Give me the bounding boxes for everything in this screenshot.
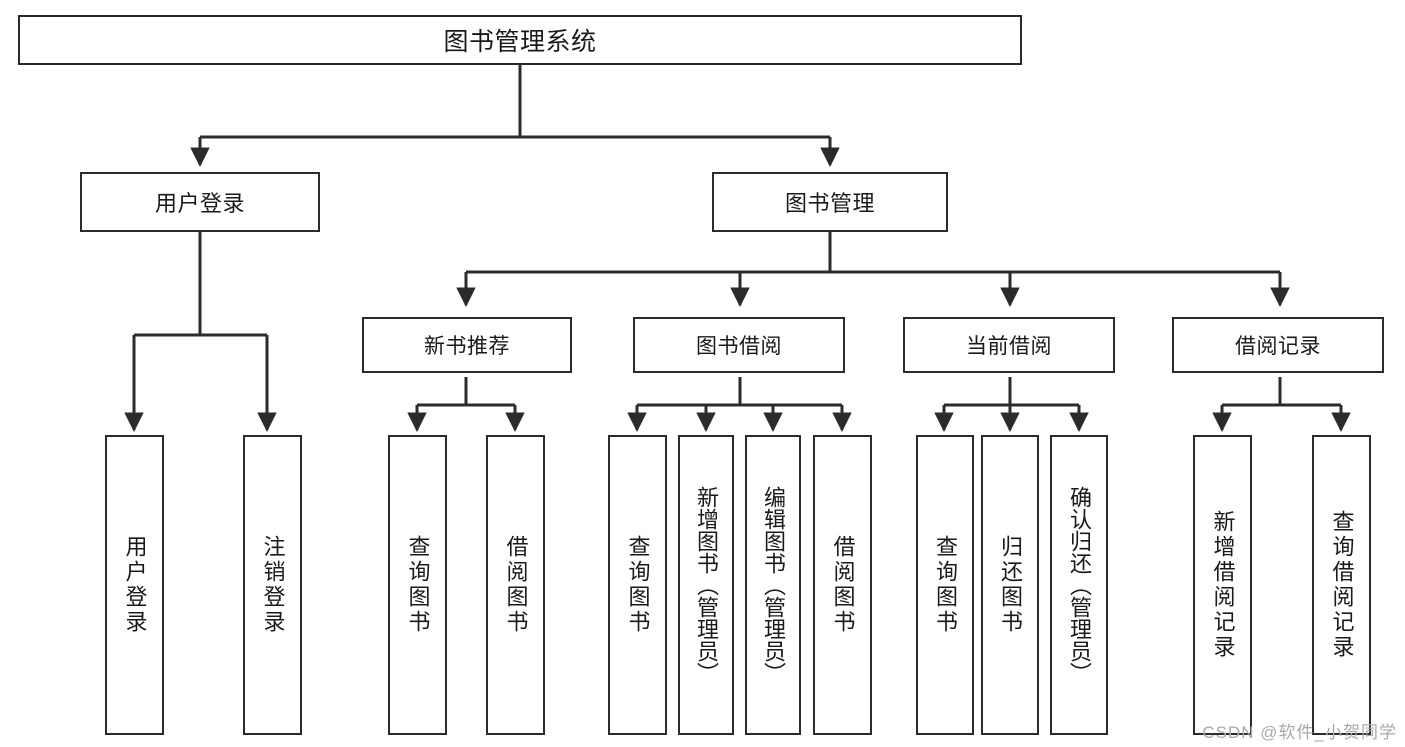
- node-leaf-query-record-label: 查询借阅记录: [1329, 510, 1355, 660]
- node-user-login[interactable]: 用户登录: [80, 172, 320, 232]
- watermark-text: CSDN @软件_小贺同学: [1202, 723, 1397, 742]
- node-book-borrow-label: 图书借阅: [696, 335, 782, 358]
- node-borrow-record[interactable]: 借阅记录: [1172, 317, 1384, 373]
- node-leaf-logout-login-label: 注销登录: [260, 535, 286, 635]
- node-leaf-query-book-1[interactable]: 查询图书: [388, 435, 447, 735]
- node-leaf-query-book-3-label: 查询图书: [933, 535, 958, 635]
- node-book-manage[interactable]: 图书管理: [712, 172, 948, 232]
- node-leaf-query-book-2-label: 查询图书: [625, 535, 651, 635]
- node-leaf-user-login[interactable]: 用户登录: [105, 435, 164, 735]
- node-current-borrow-label: 当前借阅: [966, 335, 1052, 358]
- node-leaf-confirm-return[interactable]: 确认归还（管理员）: [1050, 435, 1108, 735]
- node-leaf-edit-book[interactable]: 编辑图书（管理员）: [745, 435, 801, 735]
- node-new-book-recommend-label: 新书推荐: [424, 335, 510, 358]
- node-leaf-borrow-book-2[interactable]: 借阅图书: [813, 435, 872, 735]
- node-book-borrow[interactable]: 图书借阅: [633, 317, 845, 373]
- node-leaf-add-record[interactable]: 新增借阅记录: [1193, 435, 1252, 735]
- node-leaf-logout-login[interactable]: 注销登录: [243, 435, 302, 735]
- node-leaf-edit-book-label: 编辑图书（管理员）: [761, 486, 786, 684]
- node-leaf-add-book[interactable]: 新增图书（管理员）: [678, 435, 734, 735]
- node-leaf-borrow-book-2-label: 借阅图书: [830, 535, 856, 635]
- node-leaf-add-book-label: 新增图书（管理员）: [694, 486, 719, 684]
- node-leaf-add-record-label: 新增借阅记录: [1210, 510, 1236, 660]
- node-current-borrow[interactable]: 当前借阅: [903, 317, 1115, 373]
- node-leaf-confirm-return-label: 确认归还（管理员）: [1067, 486, 1092, 684]
- node-borrow-record-label: 借阅记录: [1235, 335, 1321, 358]
- node-leaf-return-book[interactable]: 归还图书: [981, 435, 1039, 735]
- node-leaf-return-book-label: 归还图书: [998, 535, 1023, 635]
- node-book-manage-label: 图书管理: [784, 191, 875, 216]
- node-leaf-query-book-2[interactable]: 查询图书: [608, 435, 667, 735]
- node-leaf-query-book-3[interactable]: 查询图书: [916, 435, 974, 735]
- node-leaf-borrow-book-1[interactable]: 借阅图书: [486, 435, 545, 735]
- node-leaf-query-record[interactable]: 查询借阅记录: [1312, 435, 1371, 735]
- node-user-login-label: 用户登录: [154, 191, 245, 216]
- node-leaf-borrow-book-1-label: 借阅图书: [503, 535, 529, 635]
- node-root-label: 图书管理系统: [443, 28, 597, 56]
- node-root[interactable]: 图书管理系统: [18, 15, 1022, 65]
- node-new-book-recommend[interactable]: 新书推荐: [362, 317, 572, 373]
- node-leaf-user-login-label: 用户登录: [122, 535, 148, 635]
- node-leaf-query-book-1-label: 查询图书: [405, 535, 431, 635]
